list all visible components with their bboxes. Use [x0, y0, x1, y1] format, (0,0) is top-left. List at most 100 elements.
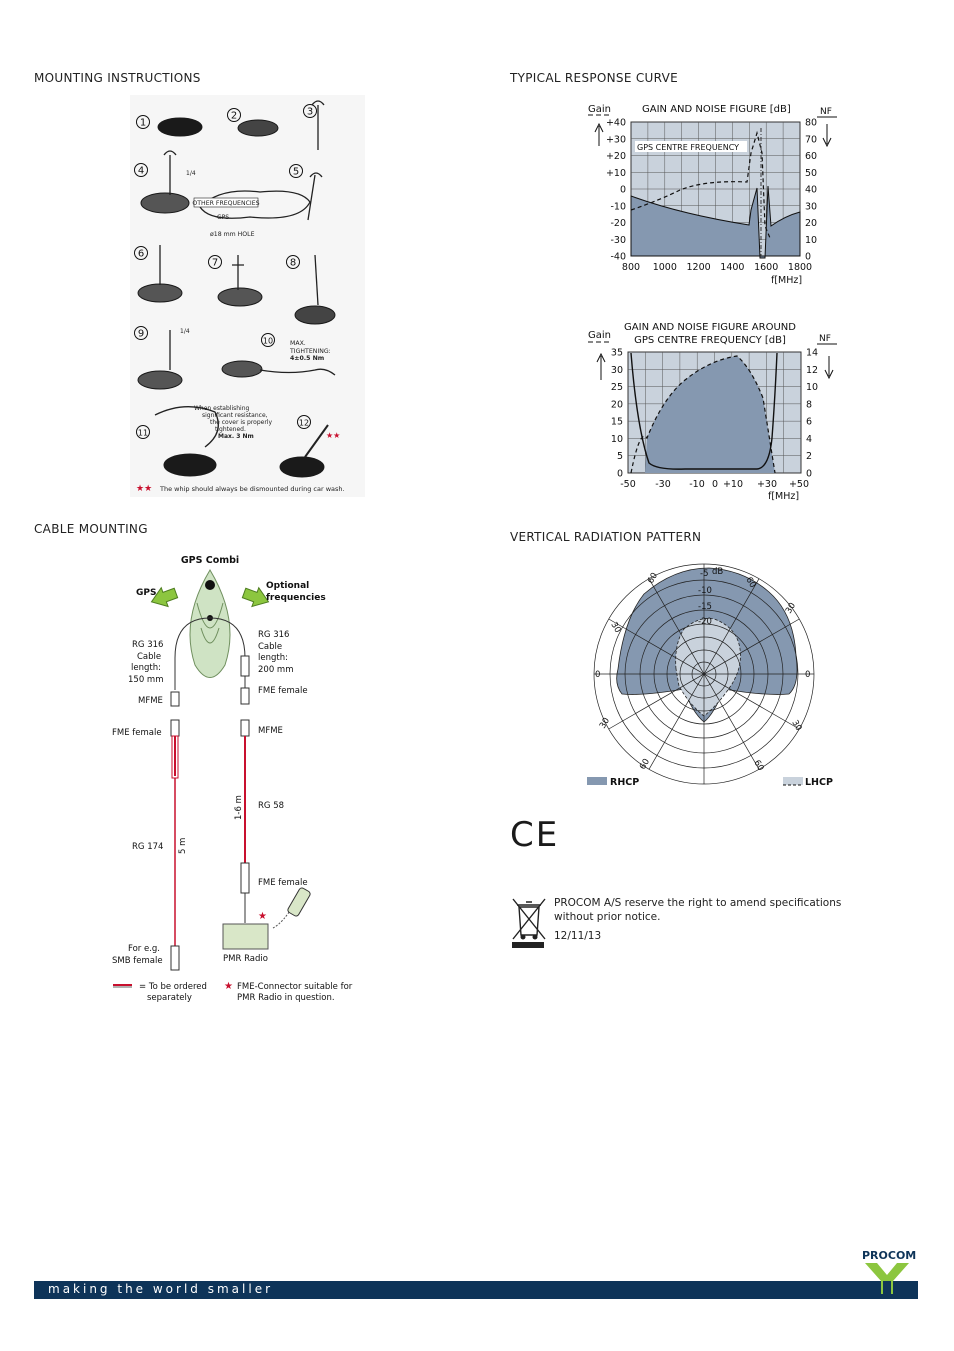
gps-label: GPS: [217, 214, 229, 221]
angle-60-bl: 60: [638, 757, 652, 771]
antenna-base-9-icon: [137, 370, 183, 390]
chart1-title: GAIN AND NOISE FIGURE [dB]: [642, 104, 791, 115]
c1-x-tick: 1400: [720, 262, 744, 273]
for-eg-2: SMB female: [112, 956, 163, 966]
antenna-base-1-icon: [157, 117, 203, 137]
antenna-top-connector-icon: [205, 580, 215, 590]
rg316-left-cable: [174, 617, 211, 690]
fme-female-left-connector-icon: [170, 719, 180, 737]
antenna-base-7-icon: [217, 287, 263, 307]
gps-arrow-icon: [150, 586, 179, 608]
wrench-3-icon: [311, 100, 325, 150]
right-rg316-3: length:: [258, 653, 288, 663]
cable-optional-1: Optional: [266, 581, 309, 591]
c1-right-tick: 0: [805, 252, 811, 263]
ring-label-15: -15: [698, 602, 712, 612]
rod-8-icon: [314, 254, 319, 306]
legend-fme-1: FME-Connector suitable for: [237, 982, 353, 992]
c1-left-tick: -20: [610, 218, 626, 229]
optional-arrow-icon: [241, 586, 270, 608]
angle-0-left: 0: [595, 670, 600, 680]
left-rg316-1: RG 316: [132, 640, 163, 650]
c1-right-tick: 30: [805, 201, 817, 212]
pmr-star-icon: ★: [258, 911, 267, 922]
step-10: 10: [261, 333, 275, 347]
c2-left-tick: 35: [611, 348, 623, 359]
c1-left-tick: -40: [610, 252, 626, 263]
fme-female-top-label: FME female: [258, 686, 308, 696]
legend-ordered-2: separately: [147, 993, 192, 1003]
c1-x-tick: 1600: [754, 262, 778, 273]
c2-right-tick: 14: [806, 348, 818, 359]
c1-left-tick: +40: [606, 118, 626, 129]
step-8: 8: [286, 255, 300, 269]
step-5-label: 5: [293, 167, 299, 178]
ring-label-10: -10: [698, 586, 712, 596]
c2-left-tick: 20: [611, 399, 623, 410]
c2-x-4: 0: [712, 479, 718, 490]
c2-x-1: -50: [620, 479, 636, 490]
ring-label-5: -5: [700, 569, 708, 579]
wrench-5-icon: [307, 172, 323, 221]
cable-optional-2: frequencies: [266, 593, 326, 603]
hole-label: ø18 mm HOLE: [210, 231, 255, 238]
cable-loop-icon: [199, 190, 311, 219]
mounting-illustration: 1 2 3 4 5 6 7 8 9 10 11 12 O: [130, 95, 365, 497]
step-3-label: 3: [307, 107, 313, 118]
ring-label-20: -20: [698, 617, 712, 627]
c1-left-tick: -30: [610, 235, 626, 246]
left-rg316-2: Cable: [137, 652, 161, 662]
angle-30-tl: 30: [608, 621, 622, 635]
step-2-label: 2: [231, 111, 237, 122]
resist-1: When establishing: [194, 405, 250, 412]
c1-right-tick: 80: [805, 118, 817, 129]
legend-fme-2: PMR Radio in question.: [237, 993, 335, 1003]
chart2-title-2: GPS CENTRE FREQUENCY [dB]: [634, 335, 786, 346]
fme-female-bottom-connector-icon: [240, 862, 250, 894]
c2-left-tick: 25: [611, 382, 623, 393]
legend-ordered-1: = To be ordered: [139, 982, 207, 992]
step-6-label: 6: [138, 249, 144, 260]
cable-gps-combi: GPS Combi: [181, 555, 239, 566]
step-1-label: 1: [140, 118, 146, 129]
step-10-label: 10: [263, 337, 273, 346]
right-rg316-2: Cable: [258, 642, 282, 652]
chart2-nf-label: NF: [819, 334, 831, 344]
mfme-left-label: MFME: [138, 696, 163, 706]
left-rg316-3: length:: [131, 663, 161, 673]
c2-x-3: -10: [689, 479, 705, 490]
pmr-label: PMR Radio: [223, 954, 268, 964]
antenna-base-2-icon: [237, 119, 279, 137]
step-7: 7: [208, 255, 222, 269]
resist-5: Max. 3 Nm: [218, 433, 254, 440]
radiation-title: VERTICAL RADIATION PATTERN: [510, 530, 702, 544]
step-2: 2: [227, 108, 241, 122]
c1-left-tick: +30: [606, 134, 626, 145]
angle-60-tl: 60: [646, 571, 660, 585]
legend-star-icon: ★: [224, 981, 233, 992]
antenna-base-4-icon: [140, 192, 190, 214]
footer-slogan: making the world smaller: [48, 1282, 274, 1296]
resist-2: significant resistance,: [202, 412, 268, 419]
c2-left-tick: 30: [611, 365, 623, 376]
chart1-annotation: GPS CENTRE FREQUENCY: [637, 143, 739, 152]
c1-right-tick: 70: [805, 134, 817, 145]
step-5: 5: [289, 164, 303, 178]
resist-3: the cover is properly: [210, 419, 272, 426]
mfme-right-label: MFME: [258, 726, 283, 736]
step-3: 3: [303, 104, 317, 118]
procom-logo-text: PROCOM: [862, 1249, 917, 1262]
c2-x-7: +50: [789, 479, 809, 490]
fme-female-top-connector-icon: [240, 687, 250, 705]
c2-right-tick: 6: [806, 417, 812, 428]
step-8-label: 8: [290, 258, 296, 269]
c2-right-tick: 10: [806, 382, 818, 393]
right-rg316-1: RG 316: [258, 630, 289, 640]
rg58-length: 1-6 m: [234, 795, 244, 820]
response-title: TYPICAL RESPONSE CURVE: [510, 71, 678, 85]
angle-0-right: 0: [805, 670, 810, 680]
antenna-base-12-icon: [279, 456, 325, 478]
microphone-icon: [287, 887, 311, 917]
antenna-base-11-icon: [163, 453, 217, 477]
rg174-label: RG 174: [132, 842, 163, 852]
